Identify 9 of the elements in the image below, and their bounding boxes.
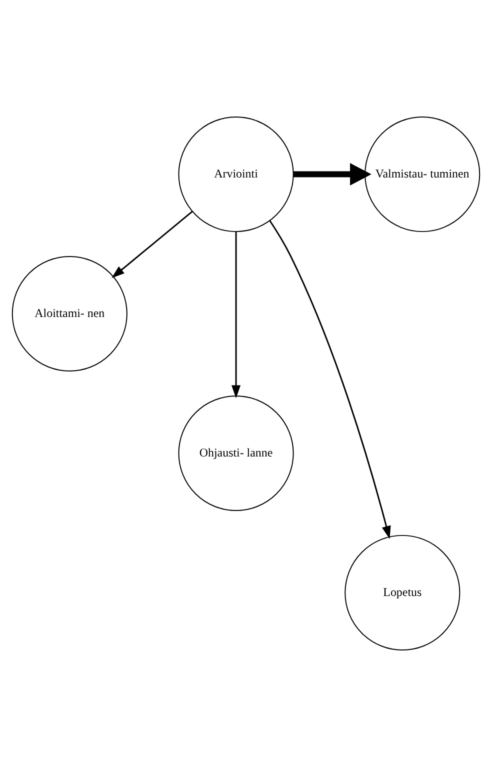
node-circle: Aloittami- nen xyxy=(12,256,128,372)
arrow xyxy=(294,163,372,186)
arrow xyxy=(112,210,193,278)
arrow xyxy=(232,232,241,398)
node-circle: Arviointi xyxy=(178,116,294,232)
node-circle: Ohjausti- lanne xyxy=(178,395,294,512)
node-circle: Lopetus xyxy=(344,534,460,651)
node-circle: Valmistau- tuminen xyxy=(364,116,480,232)
arrow xyxy=(269,220,391,539)
